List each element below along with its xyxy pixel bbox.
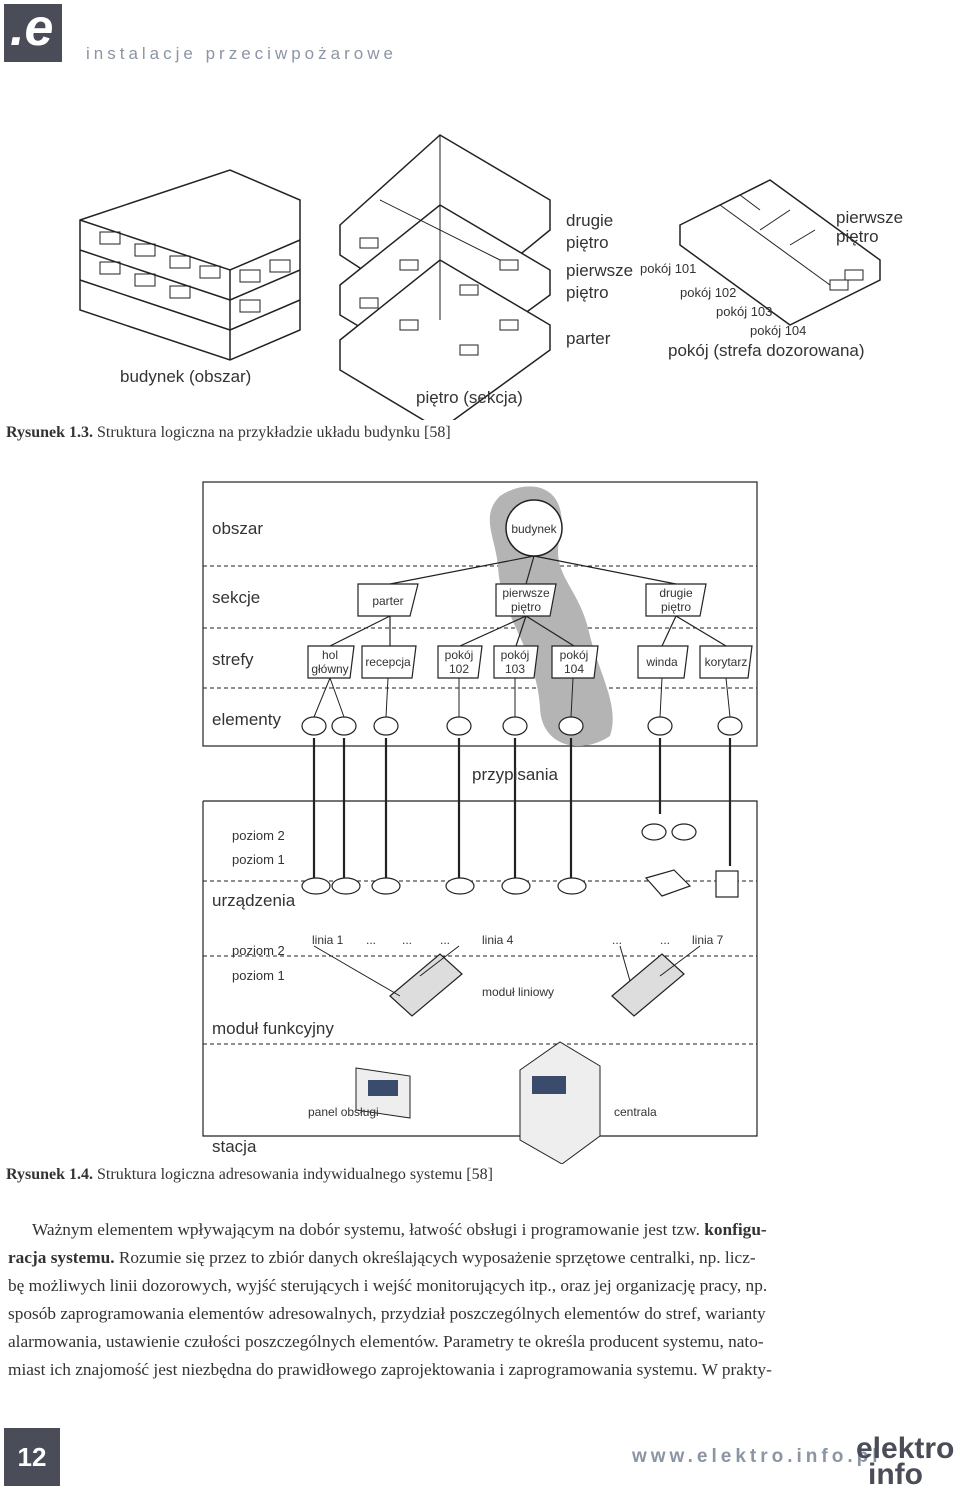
dots-4: ... (612, 933, 622, 947)
node-p103-1: pokój (501, 648, 530, 662)
node-budynek-label: budynek (511, 522, 557, 536)
centrala-device (519, 1041, 601, 1164)
node-drugie-1: drugie (659, 586, 693, 600)
logo-bottom: info (868, 1458, 923, 1491)
body-line-6: miast ich znajomość jest niezbędna do pr… (8, 1360, 772, 1379)
logo-top: elektro (856, 1432, 955, 1465)
label-parter: parter (566, 329, 611, 348)
dots-3: ... (440, 933, 450, 947)
node-p103-2: 103 (505, 662, 525, 676)
detectors (301, 823, 739, 898)
row-modul: moduł funkcyjny (212, 1019, 334, 1038)
dev-poziom1: poziom 1 (232, 852, 285, 867)
linia-7: linia 7 (692, 933, 724, 947)
row-sekcje: sekcje (212, 588, 260, 607)
label-drugie-1: drugie (566, 211, 613, 230)
label-pierwsze-2: piętro (566, 283, 609, 302)
node-pierwsze-1: pierwsze (502, 586, 550, 600)
magazine-logo: .e (4, 0, 62, 62)
caption-text: Struktura logiczna na przykładzie układu… (97, 424, 451, 441)
label-pokoj101: pokój 101 (640, 261, 696, 276)
footer-url[interactable]: www.elektro.info.pl (632, 1446, 882, 1467)
label-pierwsze-1: pierwsze (566, 261, 633, 280)
label-pokoj102: pokój 102 (680, 285, 736, 300)
label-drugie-2: piętro (566, 233, 609, 252)
label-pokoj103: pokój 103 (716, 304, 772, 319)
line-modules (389, 953, 685, 1017)
body-line-5: alarmowania, ustawienie czułości poszcze… (8, 1332, 764, 1351)
label-panel: panel obsługi (308, 1105, 379, 1119)
floors-illustration (339, 134, 551, 420)
node-pierwsze-2: piętro (511, 600, 541, 614)
caption-prefix: Rysunek 1.3. (6, 424, 94, 441)
node-drugie-2: piętro (661, 600, 691, 614)
node-p104-1: pokój (560, 648, 589, 662)
row-obszar: obszar (212, 519, 263, 538)
label-pokoj104: pokój 104 (750, 323, 806, 338)
node-hol-2: główny (311, 662, 348, 676)
node-korytarz: korytarz (705, 655, 748, 669)
body-paragraph: Ważnym elementem wpływającym na dobór sy… (8, 1216, 958, 1384)
row-strefy: strefy (212, 650, 254, 669)
figure-1-4: budynek parter pierwsze piętro drugie pi… (202, 481, 758, 1164)
modul-liniowy: moduł liniowy (482, 985, 554, 999)
panel-obslugi-device (355, 1067, 411, 1119)
section-title: instalacje przeciwpożarowe (86, 44, 397, 63)
body-text-1a: Ważnym elementem wpływającym na dobór sy… (32, 1220, 700, 1239)
building-illustration (79, 169, 301, 361)
body-line-2: racja systemu. Rozumie się przez to zbió… (8, 1244, 958, 1272)
label-pietro: piętro (sekcja) (416, 388, 523, 407)
label-centrala: centrala (614, 1105, 657, 1119)
row-elementy: elementy (212, 710, 281, 729)
dots-2: ... (402, 933, 412, 947)
node-p102-1: pokój (445, 648, 474, 662)
label-pierwsze-r2: piętro (836, 227, 879, 246)
body-text-1c: racja systemu. (8, 1248, 115, 1267)
figure-1-4-caption: Rysunek 1.4. Struktura logiczna adresowa… (6, 1166, 493, 1184)
body-text-1b: konfigu- (704, 1220, 767, 1239)
body-line-4: sposób zaprogramowania elementów adresow… (8, 1304, 766, 1323)
body-line-1: Ważnym elementem wpływającym na dobór sy… (8, 1216, 958, 1244)
dots-5: ... (660, 933, 670, 947)
page-number: 12 (4, 1428, 60, 1486)
body-text-1d: Rozumie się przez to zbiór danych określ… (118, 1248, 756, 1267)
node-p102-2: 102 (449, 662, 469, 676)
linia-1: linia 1 (312, 933, 344, 947)
row-stacja: stacja (212, 1137, 257, 1156)
mod-poziom1: poziom 1 (232, 968, 285, 983)
label-budynek: budynek (obszar) (120, 367, 251, 386)
figure-1-3: budynek (obszar) piętro (sekcja) drugie … (79, 134, 903, 420)
dev-poziom2: poziom 2 (232, 828, 285, 843)
elektro-info-logo: elektro info (850, 1428, 956, 1491)
caption-text-2: Struktura logiczna adresowania indywidua… (97, 1166, 493, 1183)
row-urzadzenia: urządzenia (212, 891, 296, 910)
dots-1: ... (366, 933, 376, 947)
node-parter: parter (372, 594, 403, 608)
label-strefa: pokój (strefa dozorowana) (668, 341, 865, 360)
logo-letter: .e (10, 0, 54, 57)
body-line-3: bę możliwych linii dozorowych, wyjść ste… (8, 1276, 768, 1295)
caption-prefix-2: Rysunek 1.4. (6, 1166, 94, 1183)
figure-1-3-caption: Rysunek 1.3. Struktura logiczna na przyk… (6, 424, 451, 442)
row-przypisania: przypisania (472, 765, 559, 784)
node-winda: winda (645, 655, 678, 669)
node-p104-2: 104 (564, 662, 584, 676)
node-recepcja: recepcja (365, 655, 411, 669)
mod-poziom2: poziom 2 (232, 943, 285, 958)
label-pierwsze-r1: pierwsze (836, 208, 903, 227)
linia-4: linia 4 (482, 933, 514, 947)
node-hol-1: hol (322, 648, 338, 662)
floor-plan-illustration (679, 179, 881, 326)
